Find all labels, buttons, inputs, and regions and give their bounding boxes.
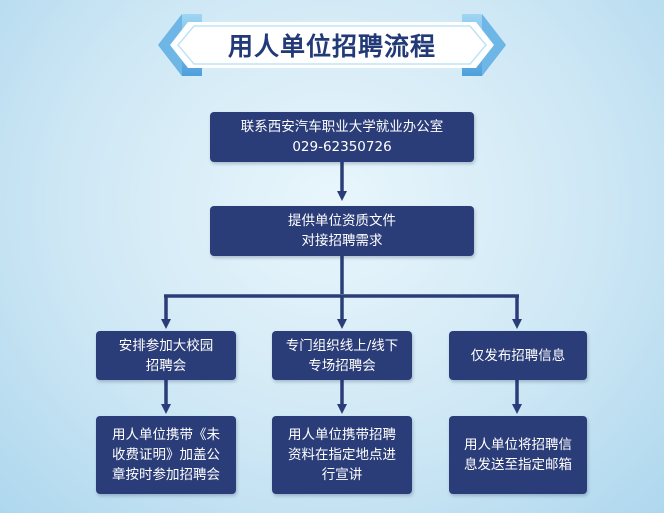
- page-title: 用人单位招聘流程: [227, 32, 436, 61]
- branch-campus-fair-text: 安排参加大校园 招聘会: [118, 337, 214, 374]
- branch-special-fair-text: 专门组织线上/线下 专场招聘会: [285, 337, 399, 374]
- branch-post-info-text: 仅发布招聘信息: [470, 347, 566, 364]
- result-post-info-text: 用人单位将招聘信 息发送至指定邮箱: [464, 437, 572, 473]
- step-contact-office: 联系西安汽车职业大学就业办公室 029-62350726: [210, 112, 474, 162]
- branch-post-info: 仅发布招聘信息: [449, 331, 587, 380]
- banner-ribbon-shape: [158, 14, 506, 76]
- result-special-fair-text: 用人单位携带招聘 资料在指定地点进 行宣讲: [288, 427, 396, 483]
- branch-campus-fair: 安排参加大校园 招聘会: [96, 331, 236, 380]
- step-contact-office-text: 联系西安汽车职业大学就业办公室 029-62350726: [240, 119, 444, 155]
- branch-special-fair: 专门组织线上/线下 专场招聘会: [272, 331, 412, 380]
- step-provide-documents: 提供单位资质文件 对接招聘需求: [210, 206, 474, 256]
- result-special-fair: 用人单位携带招聘 资料在指定地点进 行宣讲: [272, 416, 412, 494]
- result-campus-fair: 用人单位携带《未 收费证明》加盖公 章按时参加招聘会: [96, 416, 236, 494]
- title-banner: 用人单位招聘流程: [158, 12, 506, 78]
- result-post-info: 用人单位将招聘信 息发送至指定邮箱: [449, 416, 587, 494]
- step-provide-documents-text: 提供单位资质文件 对接招聘需求: [288, 213, 396, 249]
- result-campus-fair-text: 用人单位携带《未 收费证明》加盖公 章按时参加招聘会: [112, 427, 220, 483]
